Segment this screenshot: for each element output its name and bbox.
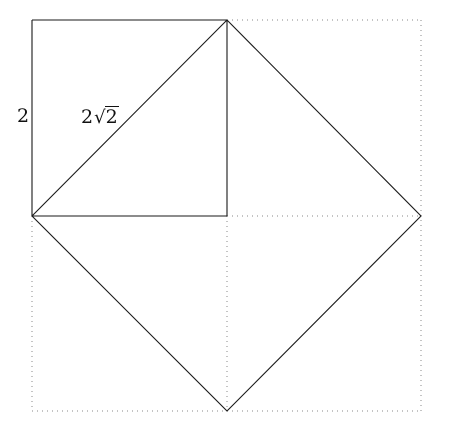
radical-sign: √ [94,107,106,128]
diagonal-square [31,19,422,412]
small-square [31,19,228,217]
square-root: √2 [93,106,119,127]
side-length-label: 2 [17,105,30,127]
radicand: 2 [104,106,119,128]
diagonal-coefficient: 2 [81,106,94,128]
diagonal-length-label: 2√2 [81,106,119,127]
